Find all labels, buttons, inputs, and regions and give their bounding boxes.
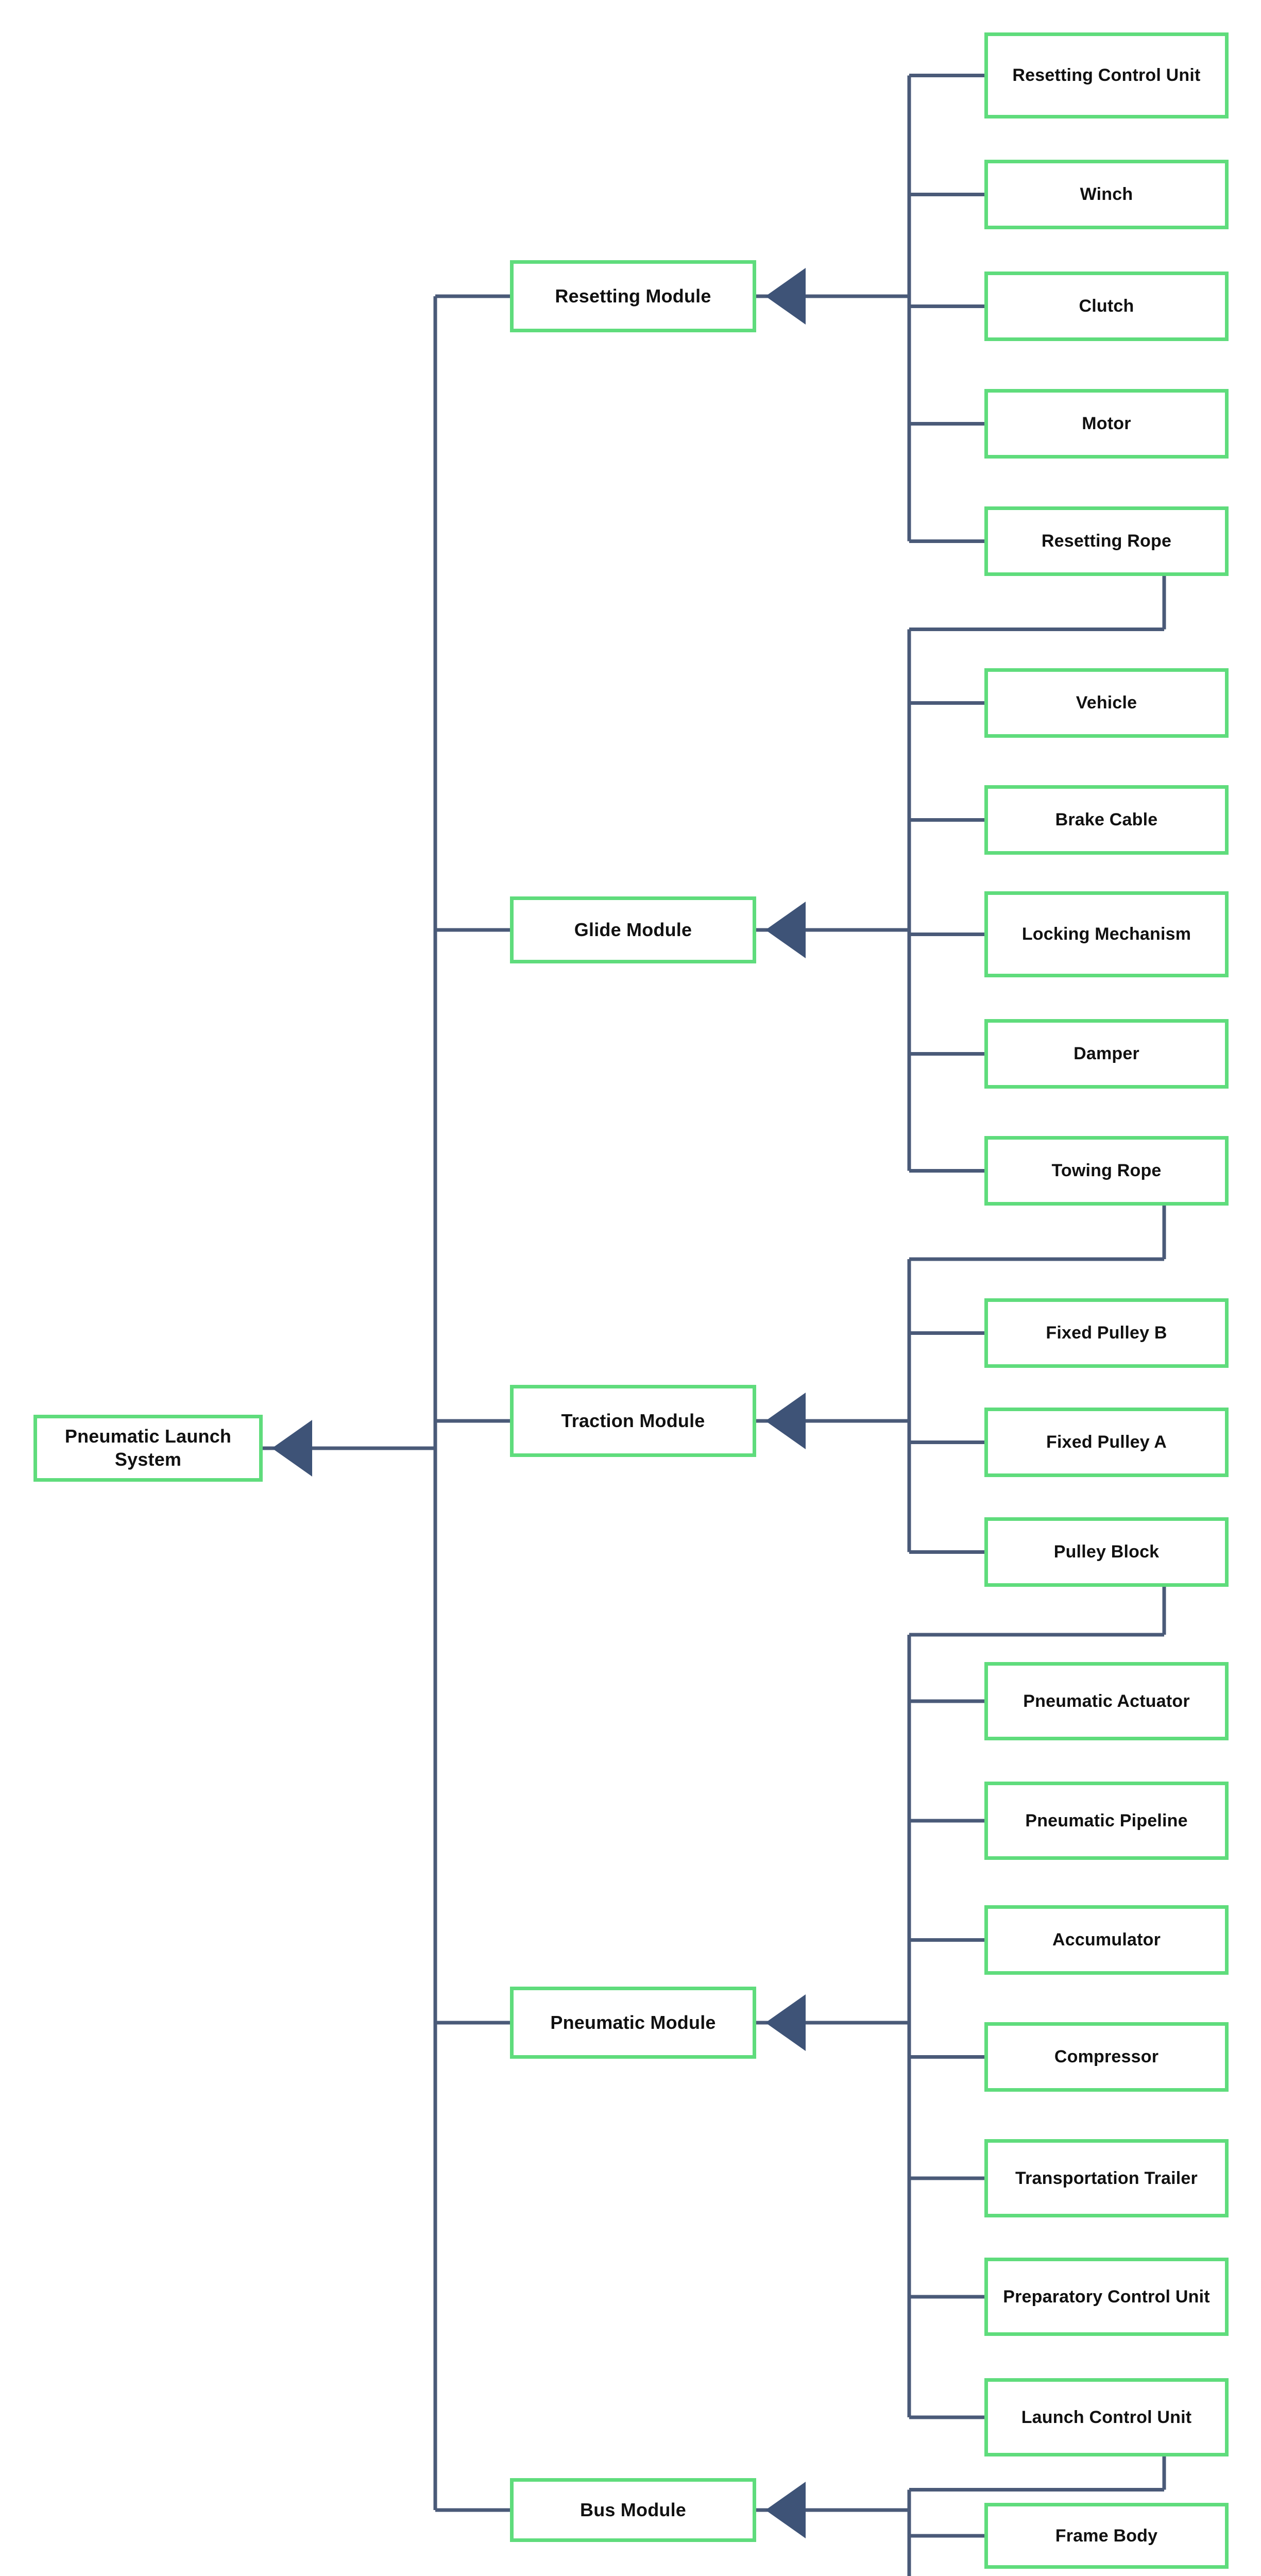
node-towing-rope-label: Towing Rope — [1051, 1161, 1162, 1181]
node-pulley-block-label: Pulley Block — [1053, 1542, 1160, 1562]
node-damper[interactable]: Damper — [984, 1019, 1229, 1089]
node-bus-module-label: Bus Module — [580, 2499, 686, 2520]
node-glide-module[interactable]: Glide Module — [510, 896, 756, 963]
node-resetting-module-label: Resetting Module — [555, 285, 711, 307]
node-winch-label: Winch — [1080, 184, 1133, 205]
node-vehicle[interactable]: Vehicle — [984, 668, 1229, 738]
node-pulley-block[interactable]: Pulley Block — [984, 1517, 1229, 1587]
node-fixed-pulley-a-label: Fixed Pulley A — [1046, 1432, 1167, 1452]
node-resetting-module[interactable]: Resetting Module — [510, 260, 756, 332]
node-traction-module-label: Traction Module — [561, 1410, 705, 1431]
arrowhead-icon-root — [272, 1420, 312, 1477]
node-motor[interactable]: Motor — [984, 389, 1229, 459]
node-pneumatic-pipeline-label: Pneumatic Pipeline — [1025, 1810, 1188, 1831]
arrowhead-icon-glide-module — [765, 902, 806, 958]
node-towing-rope[interactable]: Towing Rope — [984, 1136, 1229, 1206]
node-resetting-control-unit-label: Resetting Control Unit — [1012, 65, 1201, 86]
node-frame-body[interactable]: Frame Body — [984, 2503, 1229, 2569]
node-resetting-rope[interactable]: Resetting Rope — [984, 506, 1229, 576]
node-accumulator-label: Accumulator — [1052, 1930, 1161, 1950]
node-vehicle-label: Vehicle — [1076, 693, 1137, 713]
node-fixed-pulley-a[interactable]: Fixed Pulley A — [984, 1408, 1229, 1477]
node-damper-label: Damper — [1073, 1044, 1139, 1064]
node-compressor-label: Compressor — [1054, 2047, 1159, 2067]
node-brake-cable[interactable]: Brake Cable — [984, 785, 1229, 855]
arrowhead-icon-bus-module — [765, 2482, 806, 2538]
arrowhead-icon-pneumatic-module — [765, 1994, 806, 2051]
node-brake-cable-label: Brake Cable — [1055, 810, 1158, 830]
node-pneumatic-actuator-label: Pneumatic Actuator — [1023, 1691, 1190, 1711]
node-pneumatic-module-label: Pneumatic Module — [550, 2011, 716, 2033]
node-pneumatic-pipeline[interactable]: Pneumatic Pipeline — [984, 1782, 1229, 1860]
node-glide-module-label: Glide Module — [574, 919, 692, 940]
node-launch-control-unit[interactable]: Launch Control Unit — [984, 2378, 1229, 2456]
node-clutch[interactable]: Clutch — [984, 272, 1229, 341]
node-fixed-pulley-b-label: Fixed Pulley B — [1046, 1323, 1167, 1343]
node-compressor[interactable]: Compressor — [984, 2022, 1229, 2092]
arrowhead-icon-resetting-module — [765, 268, 806, 325]
node-pneumatic-module[interactable]: Pneumatic Module — [510, 1987, 756, 2059]
node-preparatory-control-unit[interactable]: Preparatory Control Unit — [984, 2258, 1229, 2336]
node-locking-mechanism-label: Locking Mechanism — [1021, 924, 1191, 944]
node-traction-module[interactable]: Traction Module — [510, 1385, 756, 1457]
node-accumulator[interactable]: Accumulator — [984, 1905, 1229, 1975]
node-locking-mechanism[interactable]: Locking Mechanism — [984, 891, 1229, 977]
node-launch-control-unit-label: Launch Control Unit — [1021, 2407, 1192, 2427]
node-preparatory-control-unit-label: Preparatory Control Unit — [1003, 2286, 1210, 2307]
node-resetting-control-unit[interactable]: Resetting Control Unit — [984, 32, 1229, 118]
node-clutch-label: Clutch — [1079, 296, 1134, 316]
arrowhead-icon-traction-module — [765, 1393, 806, 1449]
node-fixed-pulley-b[interactable]: Fixed Pulley B — [984, 1298, 1229, 1368]
node-motor-label: Motor — [1082, 414, 1131, 434]
node-winch[interactable]: Winch — [984, 160, 1229, 229]
node-frame-body-label: Frame Body — [1055, 2526, 1158, 2546]
node-resetting-rope-label: Resetting Rope — [1041, 531, 1172, 551]
node-root-label: Pneumatic Launch System — [64, 1426, 232, 1470]
node-pneumatic-actuator[interactable]: Pneumatic Actuator — [984, 1662, 1229, 1740]
node-bus-module[interactable]: Bus Module — [510, 2478, 756, 2542]
node-root[interactable]: Pneumatic Launch System — [33, 1415, 263, 1482]
node-transportation-trailer-label: Transportation Trailer — [1015, 2168, 1198, 2188]
node-transportation-trailer[interactable]: Transportation Trailer — [984, 2139, 1229, 2217]
